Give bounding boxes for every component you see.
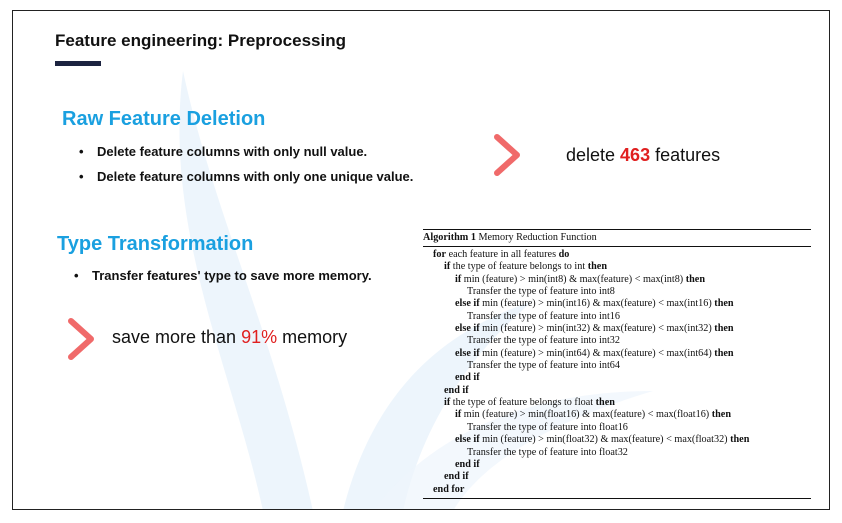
bullet-text: Delete feature columns with only null va… <box>97 144 368 159</box>
algorithm-text: Transfer the type of feature into float1… <box>467 421 628 433</box>
algorithm-keyword: else if <box>455 298 480 310</box>
title-underline <box>55 61 101 66</box>
algorithm-line: for each feature in all features do <box>423 249 811 261</box>
algorithm-keyword: then <box>714 323 734 335</box>
algorithm-keyword: then <box>587 261 607 273</box>
result-prefix: delete <box>566 145 621 165</box>
algorithm-keyword: end if <box>444 471 469 483</box>
type-transformation-bullet-1: • Transfer features' type to save more me… <box>74 268 372 283</box>
algorithm-line: else if min (feature) > min(int32) & max… <box>423 323 811 335</box>
algorithm-keyword: else if <box>455 323 480 335</box>
algorithm-keyword: for <box>433 249 447 260</box>
algorithm-line: Transfer the type of feature into float1… <box>423 422 811 434</box>
result-number: 91% <box>241 327 278 347</box>
algorithm-keyword: end for <box>433 483 465 495</box>
algorithm-keyword: else if <box>455 434 480 446</box>
raw-deletion-heading: Raw Feature Deletion <box>62 108 266 130</box>
bullet-text: Transfer features' type to save more mem… <box>92 268 372 283</box>
algorithm-text: min (feature) > min(float32) & max(featu… <box>479 434 731 446</box>
algorithm-caption-text: Memory Reduction Function <box>478 232 597 243</box>
raw-deletion-bullet-1: • Delete feature columns with only null v… <box>79 144 367 159</box>
algorithm-keyword: then <box>714 347 734 359</box>
algorithm-caption-label: Algorithm 1 <box>423 232 476 243</box>
algorithm-text: Transfer the type of feature into int16 <box>467 310 620 322</box>
algorithm-text: the type of feature belongs to float <box>450 397 596 409</box>
bullet-marker: • <box>79 144 84 159</box>
algorithm-text: Transfer the type of feature into int64 <box>467 360 620 372</box>
chevron-right-icon <box>68 318 94 360</box>
result-suffix: features <box>650 145 721 165</box>
algorithm-keyword: else if <box>455 347 480 359</box>
algorithm-keyword: if <box>444 397 451 409</box>
algorithm-line: else if min (feature) > min(int16) & max… <box>423 298 811 310</box>
algorithm-line: Transfer the type of feature into int64 <box>423 360 811 372</box>
algorithm-line: else if min (feature) > min(int64) & max… <box>423 348 811 360</box>
algorithm-text: Transfer the type of feature into float3… <box>467 446 628 458</box>
algorithm-text: min (feature) > min(float16) & max(featu… <box>461 409 712 421</box>
algorithm-text: min (feature) > min(int32) & max(feature… <box>479 323 715 335</box>
algorithm-line: end if <box>423 385 811 397</box>
algorithm-line: end if <box>423 372 811 384</box>
bullet-marker: • <box>79 169 84 184</box>
algorithm-line: end if <box>423 459 811 471</box>
type-transformation-heading: Type Transformation <box>57 233 254 255</box>
algorithm-keyword: if <box>455 273 462 285</box>
algorithm-keyword: then <box>595 397 615 409</box>
algorithm-text: min (feature) > min(int64) & max(feature… <box>479 347 715 359</box>
algorithm-keyword: then <box>730 434 750 446</box>
raw-deletion-result: delete 463 features <box>566 145 720 166</box>
chevron-right-icon <box>494 134 520 176</box>
algorithm-keyword: then <box>714 298 734 310</box>
bullet-text: Delete feature columns with only one uni… <box>97 169 414 184</box>
algorithm-line: if the type of feature belongs to float … <box>423 397 811 409</box>
algorithm-keyword: do <box>558 249 570 260</box>
algorithm-line: if min (feature) > min(int8) & max(featu… <box>423 274 811 286</box>
result-suffix: memory <box>277 327 348 347</box>
slide: Feature engineering: Preprocessing Raw F… <box>12 10 830 510</box>
algorithm-line: Transfer the type of feature into float3… <box>423 447 811 459</box>
algorithm-line: if min (feature) > min(float16) & max(fe… <box>423 409 811 421</box>
result-prefix: save more than <box>112 327 242 347</box>
algorithm-keyword: then <box>711 409 731 421</box>
algorithm-text: the type of feature belongs to int <box>450 261 588 273</box>
raw-deletion-bullet-2: • Delete feature columns with only one un… <box>79 169 413 184</box>
algorithm-line: Transfer the type of feature into int8 <box>423 286 811 298</box>
result-number: 463 <box>620 145 651 165</box>
algorithm-text: min (feature) > min(int16) & max(feature… <box>479 298 715 310</box>
algorithm-box: Algorithm 1 Memory Reduction Function fo… <box>423 229 811 499</box>
algorithm-line: if the type of feature belongs to int th… <box>423 261 811 273</box>
algorithm-line: end if <box>423 471 811 483</box>
type-transformation-result: save more than 91% memory <box>112 327 347 348</box>
algorithm-text: Transfer the type of feature into int32 <box>467 335 620 347</box>
algorithm-caption: Algorithm 1 Memory Reduction Function <box>423 230 811 247</box>
algorithm-line: else if min (feature) > min(float32) & m… <box>423 434 811 446</box>
algorithm-keyword: end if <box>455 458 480 470</box>
algorithm-line: Transfer the type of feature into int32 <box>423 335 811 347</box>
bullet-marker: • <box>74 268 79 283</box>
algorithm-text: Transfer the type of feature into int8 <box>467 286 615 298</box>
algorithm-text: each feature in all features <box>446 249 559 260</box>
algorithm-keyword: end if <box>455 372 480 384</box>
algorithm-keyword: if <box>444 261 451 273</box>
algorithm-text: min (feature) > min(int8) & max(feature)… <box>461 273 686 285</box>
algorithm-keyword: end if <box>444 384 469 396</box>
algorithm-line: end for <box>423 484 811 496</box>
algorithm-line: Transfer the type of feature into int16 <box>423 311 811 323</box>
algorithm-keyword: then <box>685 273 705 285</box>
algorithm-keyword: if <box>455 409 462 421</box>
page-title: Feature engineering: Preprocessing <box>55 31 346 50</box>
